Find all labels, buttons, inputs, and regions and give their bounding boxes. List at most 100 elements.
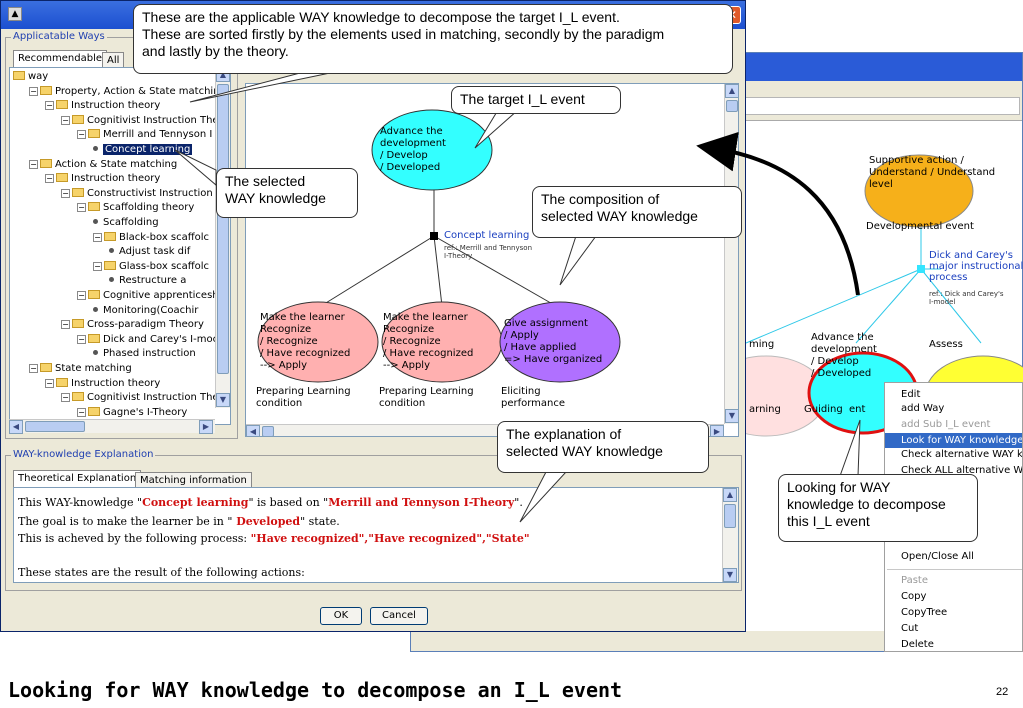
tree-item[interactable]: −State matching — [29, 362, 132, 376]
target-node[interactable] — [371, 109, 493, 191]
tree-item-label: Scaffolding theory — [103, 202, 195, 214]
leaf-icon — [109, 277, 114, 283]
child-node-3[interactable] — [499, 301, 621, 383]
collapse-icon[interactable]: − — [77, 334, 86, 344]
leaf-icon — [93, 350, 98, 356]
ok-button[interactable]: OK — [320, 607, 362, 625]
tree-item[interactable]: Concept learning — [93, 143, 193, 157]
tree-item[interactable]: −Instruction theory — [45, 99, 160, 113]
tree-item-label: Black-box scaffolc — [119, 231, 210, 243]
bg-advance-text: Advance the development / Develop / Deve… — [811, 332, 877, 379]
collapse-icon[interactable]: − — [61, 115, 70, 125]
canvas-scroll-left-icon[interactable]: ◀ — [246, 425, 260, 436]
collapse-icon[interactable]: − — [77, 407, 86, 417]
expl-scroll-thumb[interactable] — [724, 504, 736, 528]
collapse-icon[interactable]: − — [29, 159, 38, 169]
tree-item[interactable]: −Gagne's I-Theory — [77, 406, 187, 420]
bg-dick-ref: ref.: Dick and Carey's I-model — [929, 290, 1004, 306]
collapse-icon[interactable]: − — [45, 101, 54, 111]
page-number: 22 — [996, 686, 1009, 698]
menu-item[interactable]: Open/Close All — [901, 551, 974, 562]
child-node-1[interactable] — [257, 301, 379, 383]
callout-composition: The composition of selected WAY knowledg… — [532, 186, 742, 238]
canvas-hscroll-thumb[interactable] — [262, 426, 274, 436]
menu-item[interactable]: Delete — [901, 639, 934, 650]
collapse-icon[interactable]: − — [77, 291, 86, 300]
tree-scroll-thumb[interactable] — [217, 84, 229, 374]
collapse-icon[interactable]: − — [61, 393, 70, 403]
tree-hscroll-thumb[interactable] — [25, 421, 85, 432]
collapse-icon[interactable]: − — [61, 188, 70, 198]
tree-item[interactable]: −Cross-paradigm Theory — [61, 318, 204, 332]
tab-all[interactable]: All — [102, 52, 125, 67]
explanation-scrollbar[interactable]: ▲ ▼ — [722, 488, 738, 582]
collapse-icon[interactable]: − — [61, 320, 70, 330]
collapse-icon[interactable]: − — [45, 174, 54, 184]
tree-item[interactable]: −Cognitivist Instruction The — [61, 391, 219, 405]
tree-item-label: Restructure a — [119, 275, 187, 287]
tree-item[interactable]: −Merrill and Tennyson I — [77, 128, 212, 142]
menu-item[interactable]: Cut — [901, 623, 919, 634]
tree-item[interactable]: −Cognitivist Instruction The — [61, 114, 219, 128]
canvas-scroll-thumb[interactable] — [726, 100, 738, 112]
scroll-left-icon[interactable]: ◀ — [9, 420, 23, 434]
tree-item[interactable]: −Instruction theory — [45, 377, 160, 391]
tree-item[interactable]: way — [13, 70, 48, 84]
tree-item[interactable]: Phased instruction — [93, 347, 196, 361]
collapse-icon[interactable]: − — [29, 364, 38, 373]
explanation-label: WAY-knowledge Explanation — [11, 449, 156, 460]
collapse-icon[interactable]: − — [29, 86, 38, 96]
menu-item[interactable]: add Sub I_L event — [901, 419, 991, 430]
collapse-icon[interactable]: − — [45, 378, 54, 388]
expl-scroll-up-icon[interactable]: ▲ — [723, 488, 737, 502]
menu-item[interactable]: Edit — [901, 389, 921, 400]
folder-icon — [88, 202, 100, 212]
menu-item[interactable]: Paste — [901, 575, 928, 586]
collapse-icon[interactable]: − — [93, 261, 102, 271]
line1-way: Concept learning — [142, 496, 249, 509]
tree-item[interactable]: −Instruction theory — [45, 172, 160, 186]
tree-item[interactable]: −Glass-box scaffolc — [93, 260, 209, 274]
bg-supportive-node[interactable] — [864, 154, 974, 228]
collapse-icon[interactable]: − — [93, 232, 102, 242]
explanation-line-1: This WAY-knowledge "Concept learning" is… — [18, 496, 523, 509]
folder-icon — [88, 333, 100, 343]
menu-item[interactable]: Check ALL alternative WA — [901, 465, 1022, 476]
tree-item[interactable]: −Dick and Carey's I-moc — [77, 333, 218, 347]
way-dialog: ▲ ✕ Applicatable Ways Recommendable All … — [0, 0, 746, 632]
tree-item[interactable]: −Property, Action & State matching — [29, 85, 226, 99]
tree-item[interactable]: −Action & State matching — [29, 158, 177, 172]
collapse-icon[interactable]: − — [77, 203, 86, 213]
canvas-scroll-right-icon[interactable]: ▶ — [710, 425, 724, 436]
scroll-down-icon[interactable]: ▼ — [216, 393, 230, 407]
callout-explanation: The explanation of selected WAY knowledg… — [497, 421, 709, 473]
canvas-scroll-down-icon[interactable]: ▼ — [725, 409, 738, 423]
way-marker[interactable] — [430, 232, 438, 240]
tab-matching-information[interactable]: Matching information — [135, 472, 252, 487]
bg-dick-label[interactable]: Dick and Carey's major instructional pro… — [929, 250, 1023, 283]
expl-scroll-down-icon[interactable]: ▼ — [723, 568, 737, 582]
tree-hscrollbar[interactable]: ◀ ▶ — [9, 419, 215, 434]
child-node-3-caption: Eliciting performance — [501, 386, 566, 409]
collapse-icon[interactable]: − — [77, 130, 86, 140]
menu-item[interactable]: Copy — [901, 591, 927, 602]
tree-item[interactable]: −Cognitive apprenticesh — [77, 289, 219, 303]
menu-item[interactable]: add Way — [901, 403, 945, 414]
scroll-right-icon[interactable]: ▶ — [199, 420, 213, 434]
tree-item[interactable]: Restructure a — [109, 274, 186, 288]
tree-item[interactable]: − Scaffolding theory — [77, 201, 194, 215]
tree-item[interactable]: Adjust task dif — [109, 245, 190, 259]
tree-item[interactable]: Scaffolding — [93, 216, 159, 230]
tree-item[interactable]: Monitoring(Coachir — [93, 304, 198, 318]
tree-item[interactable]: − Black-box scaffolc — [93, 231, 209, 245]
menu-item[interactable]: CopyTree — [901, 607, 948, 618]
tree-scrollbar[interactable]: ▲ ▼ — [215, 68, 230, 408]
way-label[interactable]: Concept learning — [444, 230, 530, 241]
menu-item[interactable]: Check alternative WAY kn — [901, 449, 1022, 460]
menu-item[interactable]: Look for WAY knowledge — [885, 433, 1022, 448]
cancel-button[interactable]: Cancel — [370, 607, 428, 625]
tree-item-label: Scaffolding — [103, 217, 159, 228]
tree-item[interactable]: −Constructivist Instruction — [61, 187, 213, 201]
canvas-scroll-up-icon[interactable]: ▲ — [725, 84, 738, 98]
leaf-icon — [93, 306, 98, 312]
